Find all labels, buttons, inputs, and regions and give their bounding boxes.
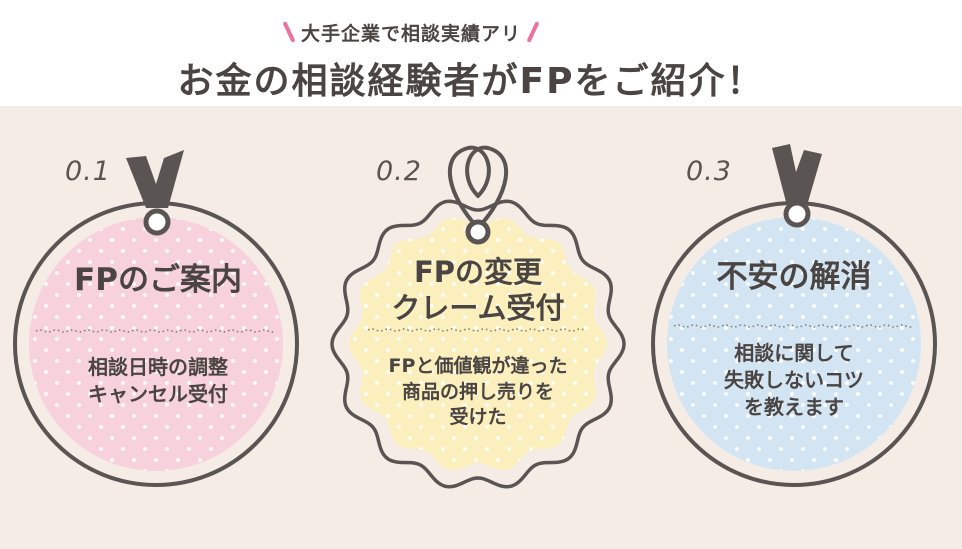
service-card-1: 0.1 FPのご案内 相談日時の調整 キャンセル受付 bbox=[8, 136, 308, 548]
card-number: 0.2 bbox=[376, 156, 422, 187]
card-title: 不安の解消 bbox=[716, 259, 872, 295]
dot-pattern bbox=[667, 217, 921, 471]
dot-pattern bbox=[349, 217, 607, 471]
tag-ribbon-icon bbox=[772, 144, 822, 228]
left-slash-decoration bbox=[282, 21, 296, 43]
card-number: 0.3 bbox=[686, 156, 732, 187]
card-description: 相談に関して 失敗しないコツ を教えます bbox=[724, 341, 864, 419]
card-3-graphic bbox=[651, 144, 937, 487]
wavy-divider bbox=[673, 324, 915, 328]
card-description: 相談日時の調整 キャンセル受付 bbox=[88, 355, 228, 406]
dot-pattern bbox=[29, 217, 283, 471]
right-slash-decoration bbox=[526, 21, 540, 43]
service-card-3: 0.3 不安の解消 相談に関して 失敗しないコツ を教えます bbox=[644, 136, 944, 548]
card-title: FPのご案内 bbox=[74, 262, 242, 298]
string-loop-icon bbox=[448, 145, 508, 245]
tag-ribbon-icon bbox=[126, 150, 184, 236]
wavy-divider bbox=[367, 328, 585, 332]
tagline: 大手企業で相談実績アリ bbox=[300, 22, 521, 45]
header: 大手企業で相談実績アリ お金の相談経験者がFPをご紹介！ bbox=[0, 0, 962, 106]
card-2-graphic bbox=[330, 145, 626, 489]
card-number: 0.1 bbox=[65, 156, 111, 187]
card-1-graphic bbox=[13, 150, 299, 487]
services-panel: 0.1 FPのご案内 相談日時の調整 キャンセル受付 bbox=[0, 106, 962, 549]
scalloped-ring bbox=[330, 199, 626, 489]
tagline-row: 大手企業で相談実績アリ bbox=[0, 18, 962, 46]
service-card-2: 0.2 FPの変更 クレーム受付 FPと価値観が違った 商品の押し売りを 受けた bbox=[328, 136, 628, 548]
card-description: FPと価値観が違った 商品の押し売りを 受けた bbox=[388, 355, 568, 429]
headline: お金の相談経験者がFPをご紹介！ bbox=[177, 61, 765, 102]
card-title: FPの変更 クレーム受付 bbox=[391, 255, 565, 326]
wavy-divider bbox=[35, 329, 277, 333]
